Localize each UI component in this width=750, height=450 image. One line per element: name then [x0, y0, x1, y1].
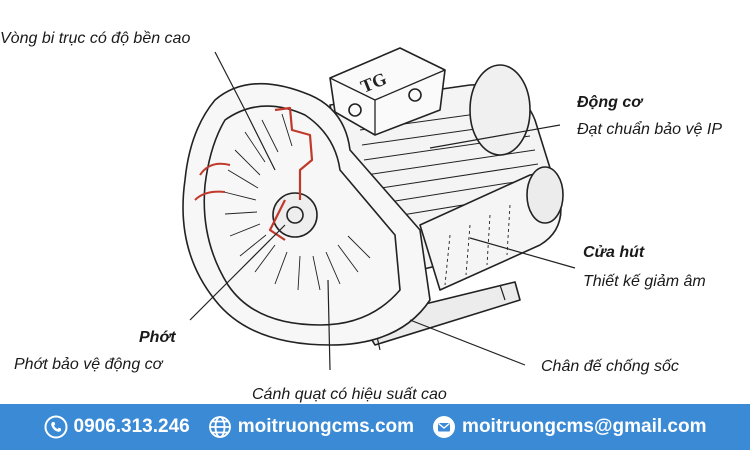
leader-motor	[429, 124, 561, 149]
label-motor-title: Động cơ	[577, 94, 642, 111]
leader-impeller	[327, 279, 331, 371]
label-seal-desc: Phớt bảo vệ động cơ	[14, 356, 163, 373]
label-impeller: Cánh quạt có hiệu suất cao	[252, 386, 447, 403]
seal-highlight	[268, 106, 314, 241]
leader-seal	[189, 224, 286, 321]
label-base: Chân đế chống sốc	[541, 358, 679, 375]
footer-phone[interactable]: 0906.313.246	[44, 415, 190, 439]
label-motor-desc: Đạt chuẩn bảo vệ IP	[577, 121, 722, 138]
blower-diagram: TG Vòng bi trục có độ bền cao Động cơ Đạ…	[0, 30, 722, 403]
phone-text: 0906.313.246	[73, 416, 190, 437]
footer-email[interactable]: moitruongcms@gmail.com	[432, 415, 707, 439]
phone-icon	[44, 415, 67, 439]
label-bearing: Vòng bi trục có độ bền cao	[0, 30, 191, 47]
label-inlet-title: Cửa hút	[583, 244, 645, 261]
mail-icon	[433, 416, 456, 438]
footer-website[interactable]: moitruongcms.com	[208, 415, 414, 439]
globe-icon	[208, 416, 231, 438]
label-inlet-desc: Thiết kế giảm âm	[583, 273, 706, 290]
email-text: moitruongcms@gmail.com	[462, 416, 707, 437]
blower-illustration: TG	[182, 47, 576, 371]
label-seal-title: Phớt	[139, 329, 176, 346]
contact-footer: 0906.313.246 moitruongcms.com moitruongc…	[0, 404, 750, 450]
leader-inlet	[469, 237, 576, 269]
website-text: moitruongcms.com	[237, 416, 415, 437]
leader-bearing	[214, 51, 276, 171]
leader-base	[409, 319, 526, 366]
